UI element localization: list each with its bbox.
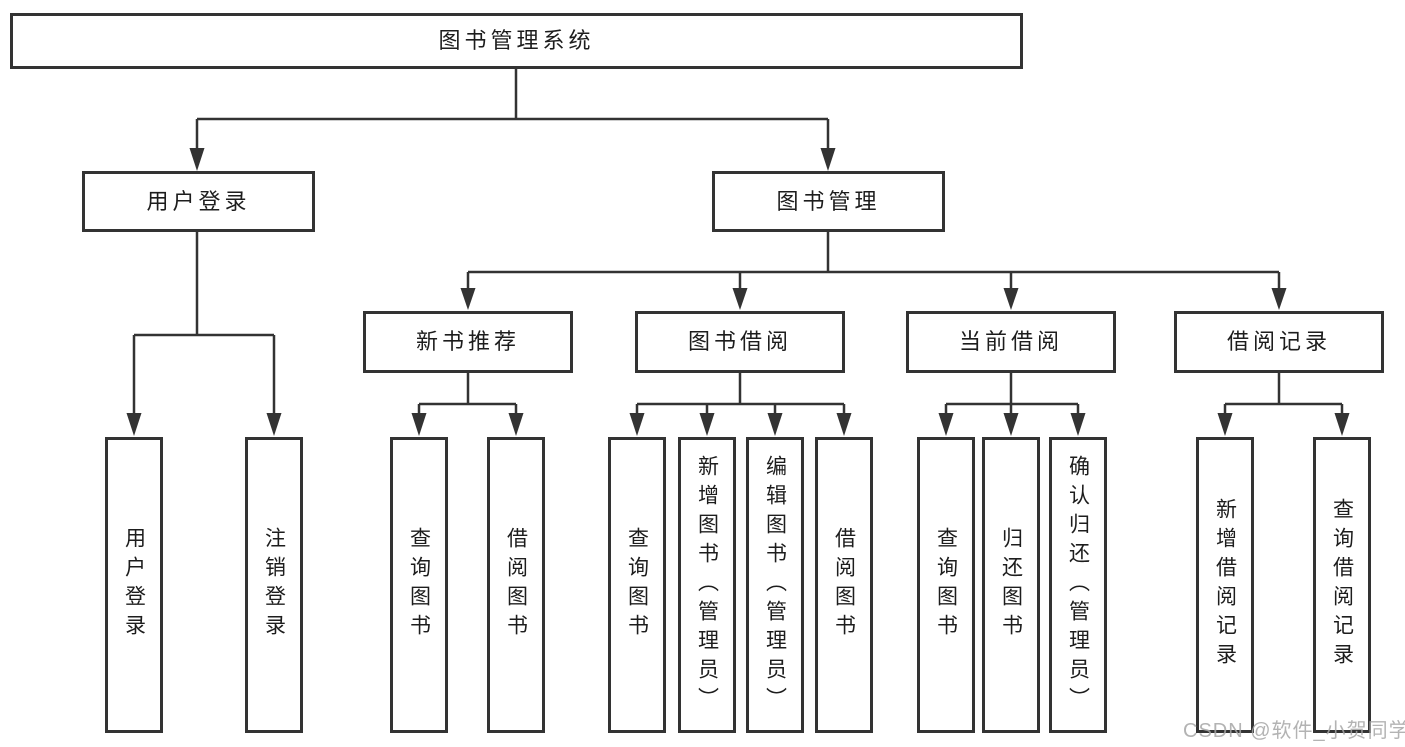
- node-query-books-current-label: 查询图书: [934, 527, 958, 643]
- connector-path: [132, 69, 1344, 414]
- node-logout: 注销登录: [245, 437, 303, 733]
- node-confirm-return-admin-label: 确认归还（管理员）: [1066, 454, 1090, 716]
- node-borrow-books-leaf: 借阅图书: [815, 437, 873, 733]
- node-borrow-records-label: 借阅记录: [1226, 329, 1331, 354]
- node-add-borrow-record: 新增借阅记录: [1196, 437, 1254, 733]
- node-confirm-return-admin: 确认归还（管理员）: [1049, 437, 1107, 733]
- node-current-borrow-label: 当前借阅: [958, 329, 1063, 354]
- node-query-books-recommend-label: 查询图书: [407, 527, 431, 643]
- node-current-borrow: 当前借阅: [906, 311, 1116, 373]
- node-book-borrow-label: 图书借阅: [687, 329, 792, 354]
- node-user-login-leaf: 用户登录: [105, 437, 163, 733]
- node-user-login: 用户登录: [82, 171, 315, 232]
- node-add-book-admin: 新增图书（管理员）: [678, 437, 736, 733]
- node-user-login-label: 用户登录: [146, 188, 251, 214]
- node-return-book: 归还图书: [982, 437, 1040, 733]
- node-query-books-current: 查询图书: [917, 437, 975, 733]
- node-query-books-borrow: 查询图书: [608, 437, 666, 733]
- node-logout-label: 注销登录: [262, 527, 286, 643]
- node-book-borrow: 图书借阅: [635, 311, 845, 373]
- node-return-book-label: 归还图书: [999, 527, 1023, 643]
- node-user-login-leaf-label: 用户登录: [122, 527, 146, 643]
- node-root: 图书管理系统: [10, 13, 1023, 69]
- node-new-book-recommend: 新书推荐: [363, 311, 573, 373]
- node-add-borrow-record-label: 新增借阅记录: [1213, 498, 1237, 672]
- node-borrow-books-recommend: 借阅图书: [487, 437, 545, 733]
- node-borrow-records: 借阅记录: [1174, 311, 1384, 373]
- node-edit-book-admin: 编辑图书（管理员）: [746, 437, 804, 733]
- csdn-watermark: CSDN @软件_小贺同学: [1183, 720, 1405, 742]
- node-edit-book-admin-label: 编辑图书（管理员）: [763, 454, 787, 716]
- node-borrow-books-leaf-label: 借阅图书: [832, 527, 856, 643]
- node-book-management: 图书管理: [712, 171, 945, 232]
- node-add-book-admin-label: 新增图书（管理员）: [695, 454, 719, 716]
- node-book-management-label: 图书管理: [776, 188, 881, 214]
- node-new-book-recommend-label: 新书推荐: [415, 329, 520, 354]
- node-query-borrow-record: 查询借阅记录: [1313, 437, 1371, 733]
- node-borrow-books-recommend-label: 借阅图书: [504, 527, 528, 643]
- node-query-borrow-record-label: 查询借阅记录: [1330, 498, 1354, 672]
- node-query-books-recommend: 查询图书: [390, 437, 448, 733]
- node-root-label: 图书管理系统: [438, 28, 595, 53]
- node-query-books-borrow-label: 查询图书: [625, 527, 649, 643]
- arrowheads: [126, 148, 1350, 436]
